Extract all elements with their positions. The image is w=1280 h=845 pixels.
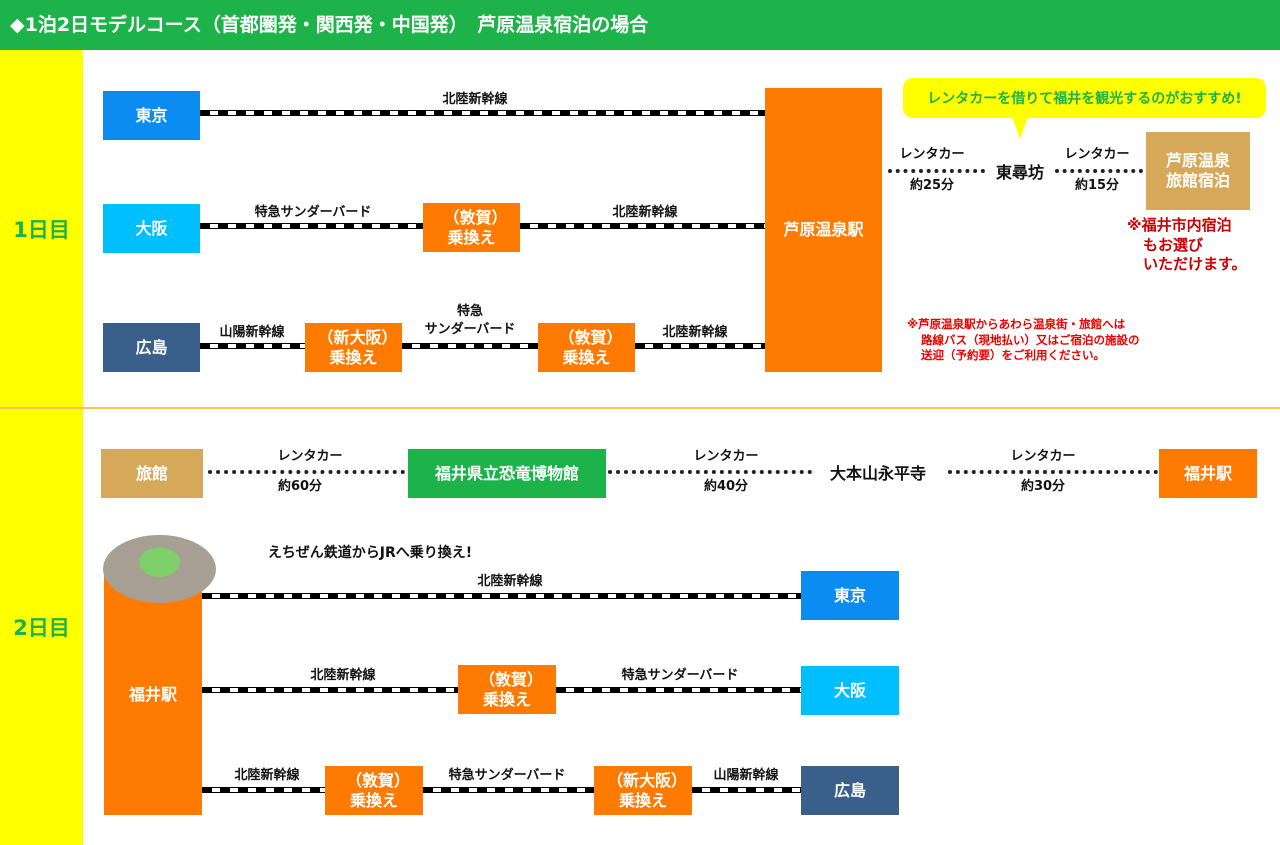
transfer-note: えちぜん鉄道からJRへ乗り換え! [267,545,473,561]
transfer-tsuruga: （敦賀）乗換え [538,323,635,372]
car-route [208,470,405,474]
recommend-bubble: レンタカーを借りて福井を観光するのがおすすめ! [903,78,1266,118]
time-label: 約40分 [703,479,749,494]
awara-onsen-station: 芦原温泉駅 [765,88,882,372]
rail-line [635,343,765,349]
note-line: ※福井市内宿泊 [1127,216,1232,234]
dinosaur-museum: 福井県立恐竜博物館 [408,449,606,498]
time-label: 約60分 [277,479,323,494]
mode-label: レンタカー [277,449,343,464]
note-line: いただけます。 [1143,255,1247,273]
origin-tokyo: 東京 [103,91,200,140]
day2-label: 2日目 [0,409,83,845]
transfer-tsuruga: （敦賀）乗換え [458,665,556,714]
line-label: 北陸新幹線 [662,325,728,340]
rail-line [200,343,305,349]
time-label: 約25分 [909,178,955,193]
line-label: 特急サンダーバード [254,205,372,220]
transfer-shinosaka: （新大阪）乗換え [594,766,692,815]
note-line: もお選び [1143,235,1204,254]
rail-line [202,687,458,693]
note-line: 送迎（予約要）をご利用ください。 [921,348,1105,363]
rail-line [692,787,801,793]
fukui-station-departure: 福井駅 [104,575,202,815]
car-route [948,470,1158,474]
line-label: 北陸新幹線 [477,574,543,589]
mode-label: レンタカー [899,147,965,162]
line-label-l1: 特急 [456,304,484,319]
mode-label: レンタカー [693,449,759,464]
time-label: 約15分 [1074,178,1120,193]
car-route [608,470,812,474]
line-label: 北陸新幹線 [310,668,376,683]
transfer-shinosaka: （新大阪）乗換え [305,323,402,372]
origin-hiroshima: 広島 [103,323,200,372]
line-label: 北陸新幹線 [612,205,678,220]
line-label: 特急サンダーバード [448,768,566,783]
time-label: 約30分 [1020,479,1066,494]
dest-tokyo: 東京 [801,571,899,620]
rail-line [202,787,325,793]
place-eiheiji: 大本山永平寺 [829,464,927,483]
note-line: 路線バス（現地払い）又はご宿泊の施設の [921,332,1140,347]
rail-line [200,110,765,116]
divider [0,407,1280,409]
line-label: 特急サンダーバード [621,668,739,683]
line-label: 北陸新幹線 [442,92,508,107]
rail-line [556,687,801,693]
dest-osaka: 大阪 [801,666,899,715]
transfer-tsuruga: （敦賀）乗換え [423,203,520,252]
rail-line [520,223,765,229]
day1-label: 1日目 [0,50,83,407]
rail-line [423,787,594,793]
bubble-tail [1012,117,1028,139]
line-label: 山陽新幹線 [219,325,285,340]
line-label-l2: サンダーバード [424,322,516,337]
fukui-station: 福井駅 [1159,449,1257,498]
rail-line [202,593,801,599]
page-title: ◆1泊2日モデルコース（首都圏発・関西発・中国発） 芦原温泉宿泊の場合 [0,0,1280,50]
awara-ryokan: 芦原温泉旅館宿泊 [1146,132,1250,210]
car-route [1055,169,1143,173]
dinosaur-photo [103,535,216,603]
rail-line [402,343,538,349]
start-ryokan: 旅館 [101,449,203,498]
dest-hiroshima: 広島 [801,766,899,815]
car-route [888,169,985,173]
transfer-tsuruga: （敦賀）乗換え [325,766,423,815]
rail-line [200,223,423,229]
note-line: ※芦原温泉駅からあわら温泉街・旅館へは [907,317,1126,331]
mode-label: レンタカー [1010,449,1076,464]
line-label: 北陸新幹線 [234,768,300,783]
mode-label: レンタカー [1064,147,1130,162]
origin-osaka: 大阪 [103,204,200,253]
line-label: 山陽新幹線 [713,768,779,783]
place-tojinbo: 東尋坊 [995,163,1045,182]
